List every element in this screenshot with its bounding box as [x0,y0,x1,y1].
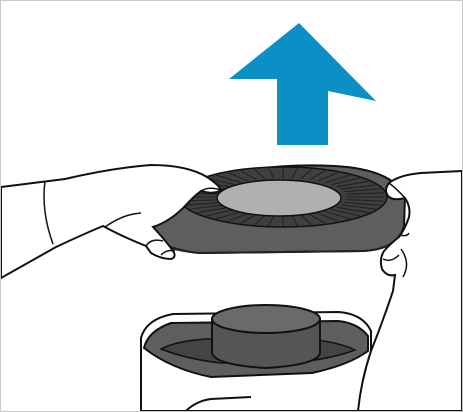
appliance-base-icon [141,305,371,411]
up-arrow-icon [229,23,376,145]
